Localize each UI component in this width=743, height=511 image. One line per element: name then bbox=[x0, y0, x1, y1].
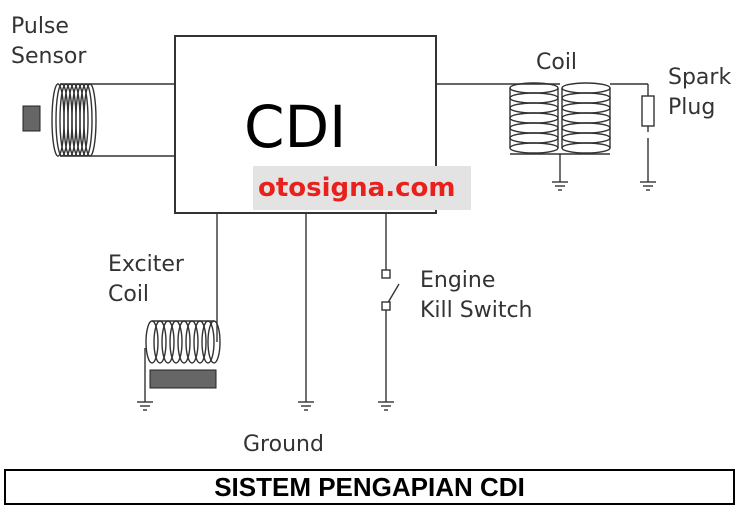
exciter-magnet bbox=[149, 369, 217, 389]
engine-kill-switch-label-line2: Kill Switch bbox=[420, 298, 533, 323]
ignition-coil-secondary bbox=[561, 82, 611, 154]
cdi-label: CDI bbox=[244, 93, 346, 161]
coil-ground-wire bbox=[510, 153, 610, 191]
ground-wire bbox=[298, 213, 314, 411]
spark-plug-icon bbox=[640, 84, 656, 191]
watermark-text: otosigna.com bbox=[258, 173, 455, 203]
watermark-background bbox=[253, 166, 471, 210]
pulse-sensor-label-line1: Pulse bbox=[11, 14, 69, 39]
exciter-ground-symbol bbox=[137, 348, 153, 411]
exciter-coil-label-line1: Exciter bbox=[108, 252, 185, 277]
exciter-coil-label-line2: Coil bbox=[108, 282, 149, 307]
engine-kill-switch-label-line1: Engine bbox=[420, 268, 495, 293]
exciter-coil bbox=[145, 320, 221, 364]
diagram-caption: SISTEM PENGAPIAN CDI bbox=[214, 471, 525, 502]
engine-kill-switch-symbol bbox=[378, 213, 400, 411]
caption-box: SISTEM PENGAPIAN CDI bbox=[4, 469, 735, 505]
pulse-sensor-coil bbox=[51, 83, 175, 157]
pulse-sensor-label-line2: Sensor bbox=[11, 44, 87, 69]
pulse-sensor-magnet bbox=[22, 105, 41, 132]
ignition-coil-primary bbox=[509, 82, 559, 154]
spark-plug-label-line2: Plug bbox=[668, 95, 715, 120]
spark-plug-label-line1: Spark bbox=[668, 65, 731, 90]
coil-label: Coil bbox=[536, 50, 577, 75]
ground-label: Ground bbox=[243, 432, 324, 457]
